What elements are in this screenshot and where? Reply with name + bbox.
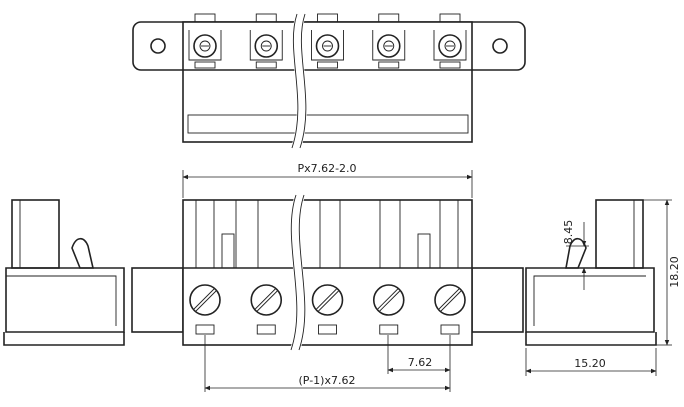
dim-height-label: 18.20 [668,256,681,288]
front-screw [250,284,283,335]
front-flange-right [471,267,524,333]
mount-hole-left [150,38,166,54]
dim-depth-label: 15.20 [574,357,606,370]
left-base [5,267,125,333]
dim-lever-label: 8.45 [562,220,575,245]
top-screw [188,13,222,69]
left-foot [3,332,125,346]
dim-total-pitch-label: (P-1)x7.62 [299,374,356,387]
top-view [132,12,526,150]
front-screw [311,284,344,335]
front-flange-left [131,267,184,333]
dimension-height: 18.20 [643,199,681,346]
dimension-lever: 8.45 [562,220,589,290]
top-screw [311,13,344,69]
front-fins [195,200,459,269]
left-latch [71,237,95,269]
top-body [182,21,473,143]
dim-pitch-label: 7.62 [408,356,433,369]
dimension-pitch: 7.62 [387,335,451,374]
top-screw [433,13,467,69]
right-side-view [525,199,657,346]
front-screw [189,284,221,335]
right-base [525,267,655,333]
front-view [131,193,524,352]
dimension-depth: 15.20 [525,348,657,376]
left-side-view [3,199,125,346]
right-foot [525,332,657,346]
mount-hole-right [492,38,508,54]
right-plug-block [595,199,644,269]
dimension-overall-width: Px7.62-2.0 [182,162,473,198]
dimension-total-pitch: (P-1)x7.62 [204,335,451,392]
left-plug-block [11,199,60,269]
top-screw-row [188,13,467,69]
front-body [182,199,473,346]
top-slot [187,114,469,134]
top-screw [249,13,283,69]
front-screw [372,284,405,335]
front-screw-row [189,284,466,335]
top-screw [372,13,406,69]
dim-overall-width-label: Px7.62-2.0 [297,162,356,175]
front-screw [434,284,466,335]
